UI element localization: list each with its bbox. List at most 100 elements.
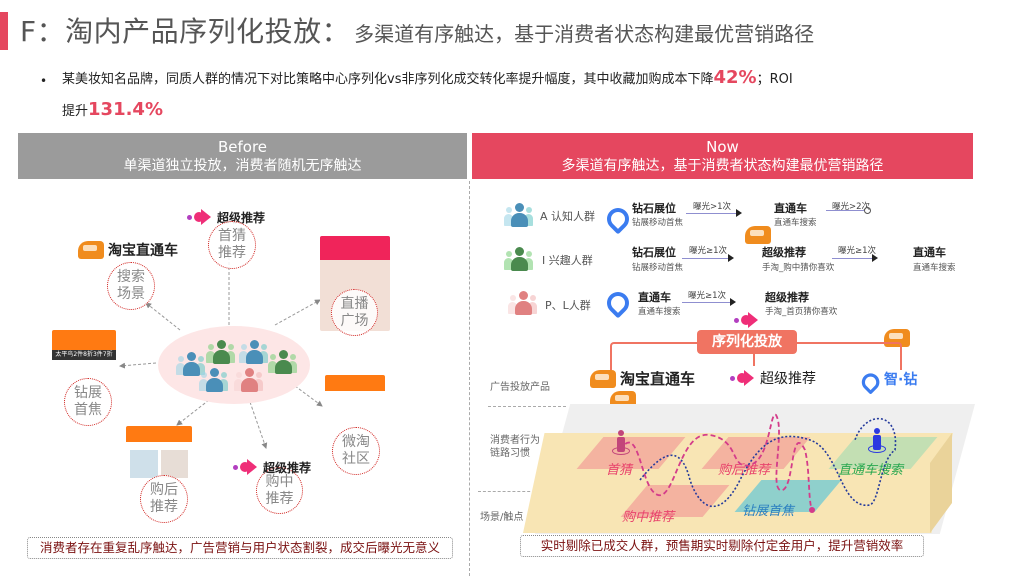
bullet-text-roi: ；ROI [756,72,793,87]
phone-weitao-screenshot [325,375,385,435]
consumer-cluster [158,326,310,404]
people-icon [239,340,268,364]
step-sub: 直通车搜索 [913,263,956,273]
now-header: Now 多渠道有序触达，基于消费者状态构建最优营销路径 [472,133,973,179]
side-label-products: 广告投放产品 [490,382,550,393]
zuanzhan-icon [605,288,627,310]
step-sub: 手淘_购中猜你喜欢 [762,263,835,273]
tile-label-ztc-search: 直通车搜索 [838,463,904,478]
product-label: 淘宝直通车 [620,370,696,388]
consumer-figure-pink [612,430,630,455]
logo-label: 淘宝直通车 [108,243,178,259]
chaoji-tuijian-logo-bottom: 超级推荐 [233,458,311,476]
product-ztc: 淘宝直通车 [590,368,695,389]
audience-pl-icon [508,291,537,315]
step-sub: 手淘_首页猜你喜欢 [765,307,838,317]
bullet-line-2: 提升131.4% [62,99,163,120]
arrow-head-icon [728,254,734,262]
arrow-head-icon [872,254,878,262]
arrow-label: 曝光≥1次 [688,291,727,301]
node-live: 直播 广场 [331,289,378,336]
product-chaoji: 超级推荐 [730,368,816,388]
step-title: 直通车 [638,291,671,304]
chaoji-tuijian-icon [187,208,213,226]
arrow-line [832,258,874,259]
now-note: 实时剔除已成交人群，预售期实时剔除付定金用户，提升营销效率 [520,535,924,557]
train-icon [745,226,771,244]
title-accent-bar [0,12,8,50]
train-icon [78,241,104,259]
consumer-path-curves [619,414,897,513]
arrow-label: 曝光>1次 [693,202,732,212]
bullet-line-1: 某美妆知名品牌，同质人群的情况下对比策略中心序列化vs非序列化成交转化率提升幅度… [62,67,793,88]
consumer-figure-blue [868,428,886,453]
before-subtitle: 单渠道独立投放，消费者随机无序触达 [123,158,362,174]
train-icon [590,369,616,388]
badge-center-arrow [753,354,755,366]
page-title: F：淘内产品序列化投放： 多渠道有序触达，基于消费者状态构建最优营销路径 [20,10,814,50]
chaoji-tuijian-icon [233,458,259,476]
people-icon [234,368,263,392]
arrow-head-icon [730,298,736,306]
side-divider [488,406,566,407]
audience-a-label: A 认知人群 [540,210,596,223]
phone-banner: 太平鸟2件8折3件7折 [52,350,116,360]
arrow-label: 曝光≥1次 [838,246,877,256]
page-title-sub: 多渠道有序触达，基于消费者状态构建最优营销路径 [354,22,815,46]
arrow-head-icon [736,209,742,217]
audience-a-icon [504,203,533,227]
step-title: 超级推荐 [762,246,806,259]
highlight-cost-drop: 42% [713,67,757,88]
step-sub: 直通车搜索 [638,307,681,317]
people-icon [268,350,297,374]
node-search: 搜索 场景 [107,262,155,310]
people-icon [199,368,228,392]
arrow-label: 曝光>2次 [832,202,871,212]
node-weitao: 微淘 社区 [332,427,380,475]
step-sub: 钻展移动首焦 [632,218,684,228]
arrow-line [682,302,732,303]
node-after: 购后 推荐 [140,475,188,523]
now-title: Now [706,138,739,156]
arrow-line [826,210,864,211]
audience-i-label: I 兴趣人群 [542,254,593,267]
audience-pl-label: P、L人群 [545,299,591,312]
page-title-main: F：淘内产品序列化投放： [20,15,351,48]
before-title: Before [217,138,268,156]
people-icon [206,340,235,364]
chaoji-tuijian-icon [734,311,760,329]
step-sub: 直通车搜索 [774,218,817,228]
step-title: 超级推荐 [765,291,809,304]
audience-i-icon [504,247,533,271]
bullet-text: 提升 [62,104,89,119]
node-zhanzhan: 钻展 首焦 [64,378,112,426]
side-label-behavior: 消费者行为链路习惯 [490,435,540,459]
panel-divider [469,181,470,576]
arrow-line [686,213,738,214]
logo-label: 超级推荐 [263,460,312,475]
tile-label-middle: 购中推荐 [622,510,675,525]
side-label-scene: 场景/触点 [480,512,524,523]
step-title: 直通车 [913,246,946,259]
chaoji-tuijian-icon [730,369,756,387]
end-circle-icon [864,207,871,214]
tile-label-zhanzhan: 钻展首焦 [742,504,795,519]
step-title: 直通车 [774,202,807,215]
zuanzhan-icon [605,204,627,226]
product-zhizuan: 智·钻 [858,368,917,390]
now-subtitle: 多渠道有序触达，基于消费者状态构建最优营销路径 [561,158,884,174]
people-icon [176,352,205,376]
ztc-logo-before: 淘宝直通车 [78,240,178,260]
step-title: 钻石展位 [632,246,676,259]
product-label: 超级推荐 [760,371,816,387]
tile-label-after: 购后推荐 [718,463,771,478]
node-guess: 首猜 推荐 [208,221,256,269]
tile-label-guess: 首猜 [606,463,633,478]
arrow-line [682,258,730,259]
before-note: 消费者存在重复乱序触达，广告营销与用户状态割裂，成交后曝光无意义 [27,537,453,559]
slab-side [930,433,952,533]
node-middle: 购中 推荐 [256,467,303,514]
serialized-delivery-badge: 序列化投放 [697,330,797,354]
zuanzhan-icon [860,370,878,388]
side-divider [478,491,540,492]
